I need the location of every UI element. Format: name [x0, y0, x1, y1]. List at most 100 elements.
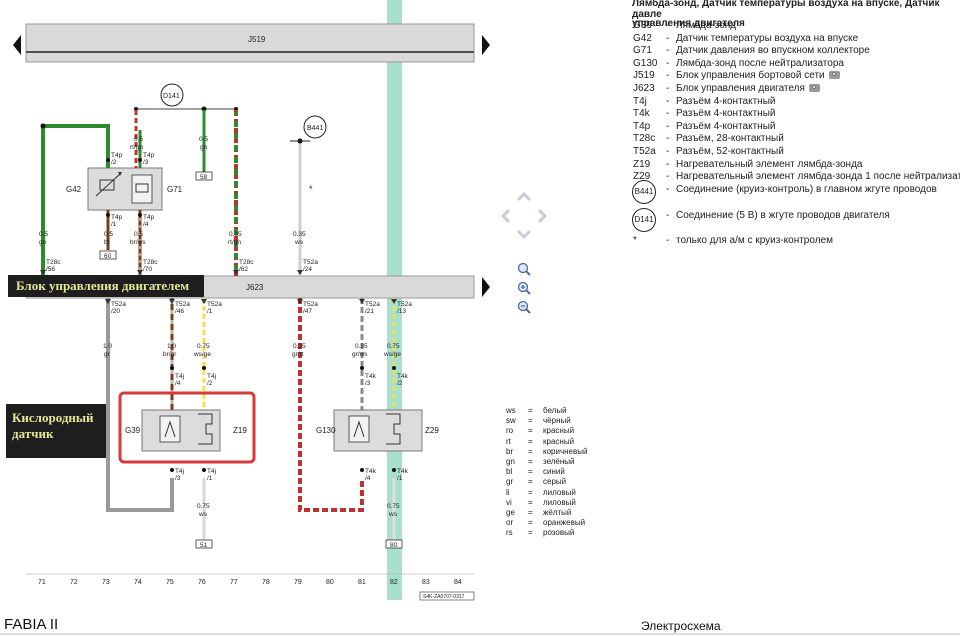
legend-item-code: G42: [633, 32, 652, 44]
svg-text:84: 84: [454, 579, 462, 586]
callout-ecu: Блок управления двигателем: [8, 275, 204, 297]
svg-text:/3: /3: [365, 380, 371, 387]
svg-text:/3: /3: [175, 475, 181, 482]
zoom-in-icon[interactable]: [517, 262, 531, 276]
color-code-key: br: [506, 446, 514, 456]
color-code-key: ro: [506, 426, 514, 436]
color-code-key: sw: [506, 416, 516, 426]
svg-text:T52a: T52a: [303, 301, 318, 308]
legend-item-code: G39: [633, 20, 652, 31]
legend-item-dash: -: [666, 120, 670, 132]
svg-text:0.75: 0.75: [197, 503, 210, 510]
svg-text:T52a: T52a: [111, 301, 126, 308]
legend-item-desc: Разъём, 52-контактный: [676, 146, 784, 157]
svg-text:T4p: T4p: [111, 152, 123, 159]
legend-item-code: G71: [633, 45, 652, 57]
legend-item-code: Z29: [633, 171, 651, 183]
nav-down-icon[interactable]: [516, 229, 532, 240]
svg-text:71: 71: [38, 579, 46, 586]
page-next-arrow[interactable]: [482, 35, 490, 55]
footer-title: Электросхема: [641, 619, 721, 633]
svg-text:T52a: T52a: [365, 301, 380, 308]
nav-pad[interactable]: [500, 191, 548, 240]
svg-text:br: br: [104, 239, 111, 246]
camera-icon[interactable]: [808, 84, 820, 92]
zoom-out-icon[interactable]: [517, 300, 531, 314]
color-code-eq: =: [528, 406, 533, 415]
legend-item-desc: Разъём 4-контактный: [676, 120, 776, 132]
svg-text:S4K-ZA0707-0317: S4K-ZA0707-0317: [423, 594, 465, 600]
zoom-fit-icon[interactable]: [517, 281, 531, 295]
svg-text:/4: /4: [365, 475, 371, 482]
svg-text:ws: ws: [294, 239, 304, 246]
legend-item-desc: Блок управления двигателя: [676, 83, 820, 94]
svg-text:82: 82: [390, 579, 398, 586]
color-code-value: серый: [543, 477, 567, 487]
color-code-eq: =: [528, 518, 533, 528]
legend-item-dash: -: [666, 133, 670, 145]
color-code-value: жёлтый: [543, 508, 572, 517]
svg-text:72: 72: [70, 579, 78, 586]
legend-item-desc: Лямбда-зонд после нейтрализатора: [676, 57, 844, 69]
svg-text:gr/rt: gr/rt: [292, 351, 304, 358]
legend-item-desc: Датчик давления во впускном коллекторе: [676, 45, 870, 57]
color-code-key: rt: [506, 436, 511, 446]
svg-text:/13: /13: [397, 308, 406, 315]
camera-icon[interactable]: [828, 71, 840, 80]
color-code-eq: =: [528, 457, 533, 466]
legend-item-code: T4k: [633, 108, 650, 120]
svg-text:ws/ge: ws/ge: [383, 351, 401, 358]
legend-item-desc: Нагревательный элемент лямбда-зонда 1 по…: [676, 171, 960, 183]
color-code-eq: =: [528, 436, 533, 446]
color-code-value: коричневый: [543, 446, 588, 456]
svg-text:T52a: T52a: [207, 301, 222, 308]
svg-text:rt/gn: rt/gn: [130, 144, 143, 151]
svg-text:/1: /1: [207, 308, 213, 315]
svg-text:T4p: T4p: [143, 214, 155, 221]
sensor-g39-z19: G39 Z19: [118, 391, 256, 464]
svg-text:ws: ws: [198, 511, 208, 518]
color-code-value: белый: [543, 406, 567, 415]
svg-text:T52a: T52a: [303, 259, 318, 266]
color-code-value: зелёный: [543, 457, 575, 466]
svg-text:T52a: T52a: [397, 301, 412, 308]
page-prev-arrow[interactable]: [13, 35, 21, 55]
svg-text:80: 80: [390, 542, 398, 549]
page-next-arrow-lower[interactable]: [482, 277, 490, 297]
legend-panel: Лямбда-зонд, Датчик температуры воздуха …: [632, 0, 960, 246]
color-code-value: розовый: [543, 528, 575, 538]
svg-text:80: 80: [326, 579, 334, 586]
legend-item-desc: Разъём 4-контактный: [676, 108, 776, 120]
reference-boxes: 58 60 51 80: [99, 171, 403, 549]
svg-text:G39: G39: [125, 426, 141, 435]
svg-text:0.35: 0.35: [293, 343, 306, 350]
svg-text:/2: /2: [207, 380, 213, 387]
svg-text:0.75: 0.75: [197, 343, 210, 350]
legend-item-code: T28c: [633, 133, 656, 145]
color-code-value: красный: [543, 436, 575, 446]
svg-text:/56: /56: [46, 266, 55, 273]
color-code-key: rs: [506, 528, 513, 538]
svg-text:T4k: T4k: [365, 373, 377, 380]
svg-text:B441: B441: [307, 125, 323, 132]
legend-title-line2: управления двигателя: [632, 18, 745, 29]
svg-text:Z29: Z29: [425, 426, 439, 435]
svg-text:/62: /62: [239, 266, 248, 273]
svg-text:81: 81: [358, 579, 366, 586]
legend-item-dash: -: [666, 146, 670, 157]
bus-j519: J519: [25, 23, 475, 63]
color-code-key: gr: [506, 477, 514, 487]
wire-labels: 0.5 gn 0.5 br 0.5 br/ws 0.5 rt/gn 0.5 gn…: [39, 136, 401, 518]
svg-text:Z19: Z19: [233, 426, 247, 435]
nav-up-icon[interactable]: [516, 191, 532, 202]
nav-right-icon[interactable]: [537, 208, 548, 224]
connector-marks: [40, 123, 396, 472]
legend-item-dash: -: [666, 108, 670, 120]
svg-text:/47: /47: [303, 308, 312, 315]
nav-left-icon[interactable]: [500, 208, 511, 224]
legend-d141-circle: D141: [632, 208, 656, 232]
svg-text:0.35: 0.35: [229, 231, 242, 238]
svg-text:58: 58: [200, 174, 208, 181]
svg-text:gn: gn: [200, 144, 208, 151]
